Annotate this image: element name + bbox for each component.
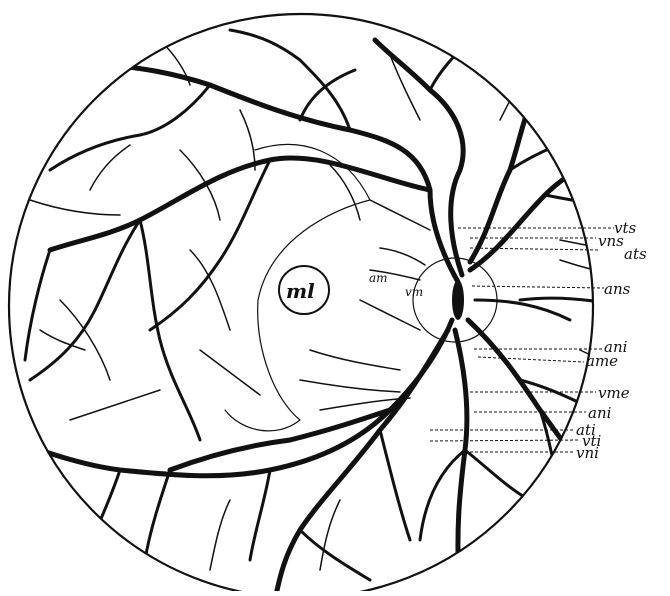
major-vessels bbox=[10, 40, 625, 591]
fine-vessels bbox=[30, 40, 645, 580]
label-am: am bbox=[369, 271, 388, 285]
label-vm: vm bbox=[405, 285, 423, 299]
label-ml: ml bbox=[286, 279, 315, 303]
right-labels: vts vns ats ans ani ame vme ani ati vti … bbox=[576, 219, 647, 462]
label-vni: vni bbox=[576, 444, 599, 462]
label-vme: vme bbox=[598, 384, 630, 402]
label-ans: ans bbox=[604, 280, 631, 298]
label-ani-lower: ani bbox=[588, 404, 612, 422]
label-ame: ame bbox=[586, 352, 618, 370]
central-vessel-trunk bbox=[452, 280, 464, 320]
label-vns: vns bbox=[598, 232, 624, 250]
label-ats: ats bbox=[624, 245, 647, 263]
medium-vessels bbox=[25, 30, 640, 580]
